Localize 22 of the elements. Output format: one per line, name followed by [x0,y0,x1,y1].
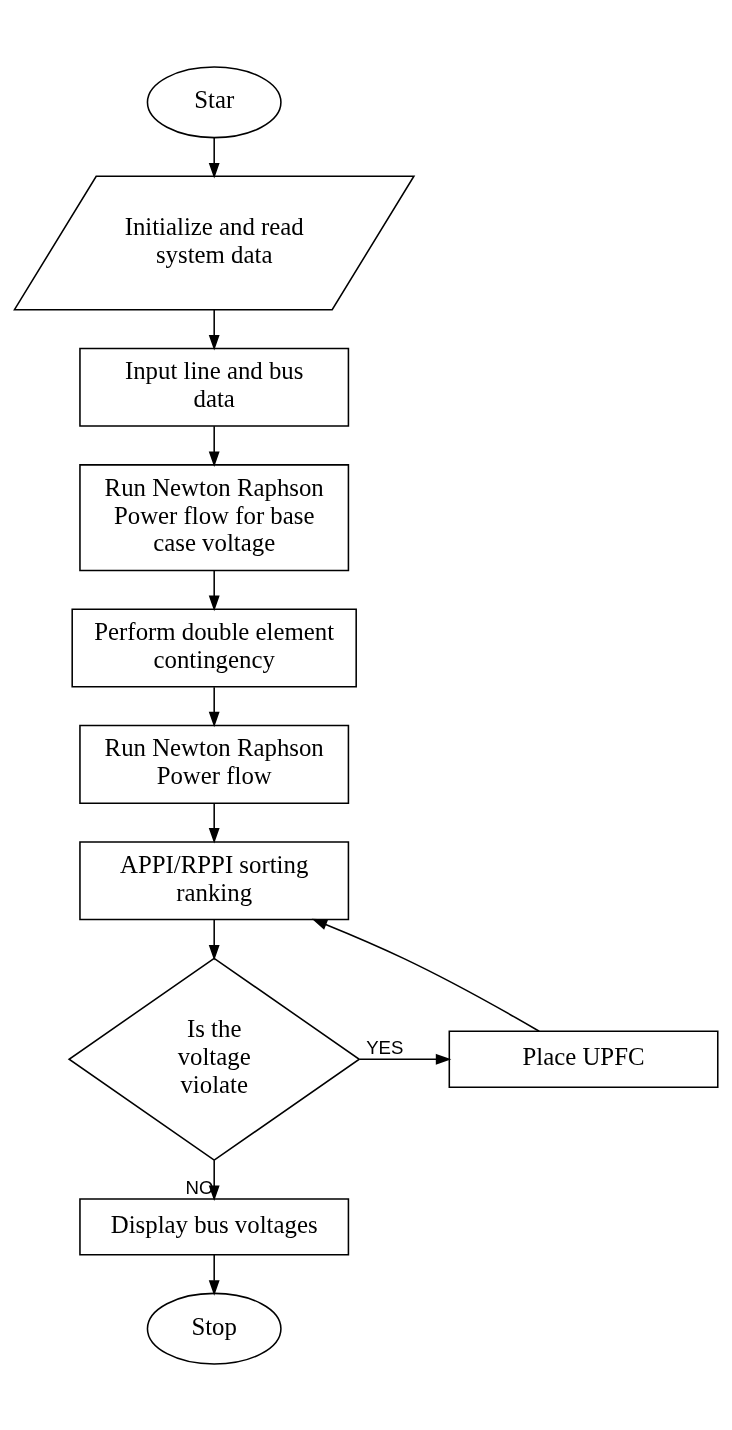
arrow [208,308,220,350]
edge-label: NO [185,1176,214,1198]
arrow [208,1253,220,1296]
arrow [208,569,220,611]
node-box: Input line and bus data [79,347,350,427]
node-box: Run Newton Raphson Power flow [79,724,350,804]
node-box: Run Newton Raphson Power flow for base case voltage [79,463,350,571]
node-box: Place UPFC [448,1030,719,1088]
arrow [208,136,220,178]
edge-label: YES [366,1036,404,1058]
node-ellipse: Stop [146,1292,282,1365]
node-box: Display bus voltages [79,1197,350,1256]
node-diamond: Is the voltage violate [67,956,361,1161]
arrow [311,918,540,1032]
node-box: Perform double element contingency [71,607,357,688]
arrow [208,686,220,727]
arrow [208,425,220,467]
arrow [208,802,220,844]
node-box: APPI/RPPI sorting ranking [79,840,350,920]
arrow [359,1053,452,1065]
arrow [208,918,220,961]
node-ellipse: Star [146,65,282,138]
